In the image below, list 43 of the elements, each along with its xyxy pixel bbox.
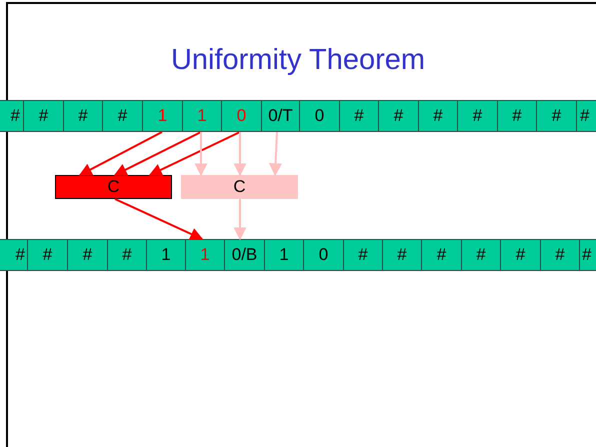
tape-cell: # — [102, 100, 143, 132]
tape-cell: # — [497, 100, 537, 132]
tape-cell: 0 — [299, 100, 340, 132]
tape-cell: 0 — [303, 239, 344, 271]
tape-cell: # — [418, 100, 458, 132]
state-box: C — [181, 175, 298, 199]
arrow — [114, 198, 204, 240]
arrow — [148, 131, 240, 176]
arrow — [269, 132, 282, 176]
tape-cell: # — [457, 100, 498, 132]
state-box: C — [55, 175, 172, 199]
tape-cell: # — [382, 239, 422, 271]
arrow — [234, 132, 246, 176]
tape-cell: # — [500, 239, 541, 271]
tape-cell: # — [67, 239, 108, 271]
tape-cell: # — [343, 239, 383, 271]
tape-cell: # — [63, 100, 103, 132]
tape-cell: # — [23, 100, 64, 132]
arrow — [114, 131, 202, 176]
arrow — [194, 132, 208, 176]
tape-cell: 1 — [264, 239, 304, 271]
tape-cell: # — [0, 100, 24, 132]
tape-cell: # — [107, 239, 147, 271]
tape-cell: 1 — [142, 100, 183, 132]
tape-cell: # — [27, 239, 68, 271]
tape-cell: # — [0, 239, 28, 271]
tape-cell: # — [536, 100, 577, 132]
tape-cell: 1 — [182, 100, 222, 132]
tape-cell: 1 — [185, 239, 225, 271]
arrow — [78, 131, 162, 176]
tape-cell: # — [461, 239, 501, 271]
tape-cell: # — [540, 239, 580, 271]
tape-cell: 0 — [221, 100, 262, 132]
tape-cell: 1 — [146, 239, 186, 271]
tape-cell: # — [576, 100, 596, 132]
tape-cell: # — [421, 239, 462, 271]
tape-cell: 0/B — [224, 239, 265, 271]
tape-cell: # — [378, 100, 419, 132]
tape-cell: 0/T — [261, 100, 300, 132]
tape-cell: # — [579, 239, 596, 271]
tape-cell: # — [339, 100, 379, 132]
arrow — [234, 199, 246, 240]
title: Uniformity Theorem — [170, 44, 426, 77]
